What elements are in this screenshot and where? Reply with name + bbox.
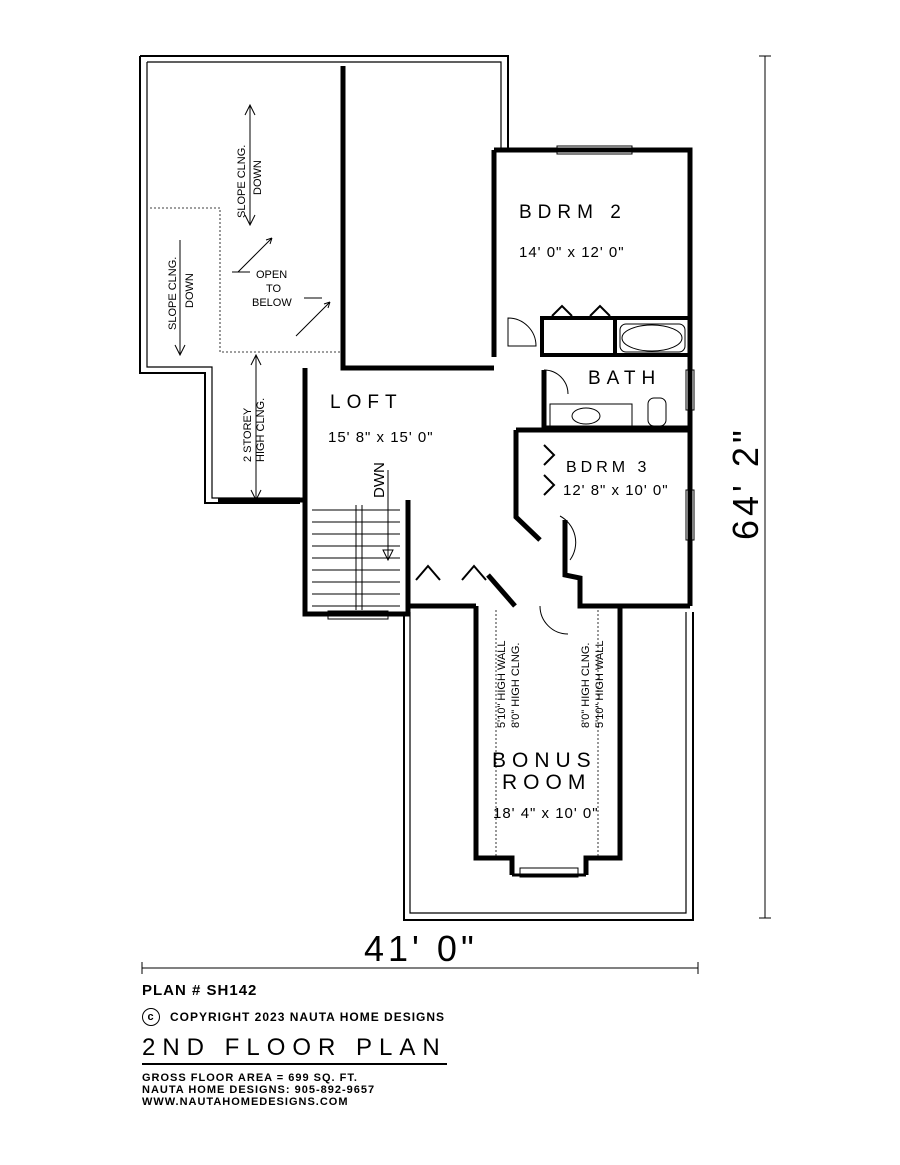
thin-lines (174, 103, 695, 878)
gross-floor-area: GROSS FLOOR AREA = 699 SQ. FT. (142, 1072, 358, 1084)
title-block: PLAN # SH142 c COPYRIGHT 2023 NAUTA HOME… (142, 982, 542, 1108)
bdrm2-label: BDRM 2 (519, 202, 627, 223)
loft-size: 15' 8" x 15' 0" (328, 429, 434, 446)
loft-label: LOFT (330, 392, 403, 413)
slope-left-note-2: DOWN (184, 273, 196, 308)
dimension-lines (141, 55, 771, 974)
bath-label: BATH (588, 368, 661, 389)
bonus-label-2: ROOM (502, 771, 591, 794)
width-dimension: 41' 0" (364, 928, 478, 969)
bdrm2-size: 14' 0" x 12' 0" (519, 244, 625, 261)
slope-top-note-2: DOWN (252, 160, 264, 195)
bonus-right-note-2: 5'10" HIGH WALL (594, 640, 606, 728)
open-note-2: TO (266, 283, 282, 295)
drawing-title: 2ND FLOOR PLAN (142, 1034, 447, 1065)
bonus-left-note-2: 8'0" HIGH CLNG. (510, 643, 522, 728)
slope-top-note-1: SLOPE CLNG. (236, 145, 248, 218)
interior-walls (218, 66, 693, 877)
open-note-3: BELOW (252, 297, 292, 309)
bdrm3-label: BDRM 3 (566, 459, 650, 476)
exterior-walls (139, 55, 694, 921)
copyright-text: COPYRIGHT 2023 NAUTA HOME DESIGNS (170, 1010, 446, 1024)
company-phone: NAUTA HOME DESIGNS: 905-892-9657 (142, 1084, 376, 1096)
stair-down-label: DWN (371, 462, 388, 498)
slope-left-note-1: SLOPE CLNG. (167, 257, 179, 330)
bonus-label-1: BONUS (492, 749, 597, 772)
plan-number: PLAN # SH142 (142, 982, 258, 999)
company-website: WWW.NAUTAHOMEDESIGNS.COM (142, 1096, 349, 1108)
bonus-right-note-1: 8'0" HIGH CLNG. (580, 643, 592, 728)
copyright-icon: c (142, 1008, 160, 1026)
storey-note-2: HIGH CLNG. (255, 398, 267, 462)
depth-dimension: 64' 2" (725, 426, 766, 540)
bonus-size: 18' 4" x 10' 0" (493, 805, 599, 822)
bonus-left-note-1: 5'10" HIGH WALL (496, 640, 508, 728)
copyright-line: c COPYRIGHT 2023 NAUTA HOME DESIGNS (142, 1008, 542, 1026)
storey-note-1: 2 STOREY (242, 407, 254, 462)
open-note-1: OPEN (256, 269, 287, 281)
bdrm3-size: 12' 8" x 10' 0" (563, 482, 669, 499)
dashed-lines (150, 207, 599, 858)
